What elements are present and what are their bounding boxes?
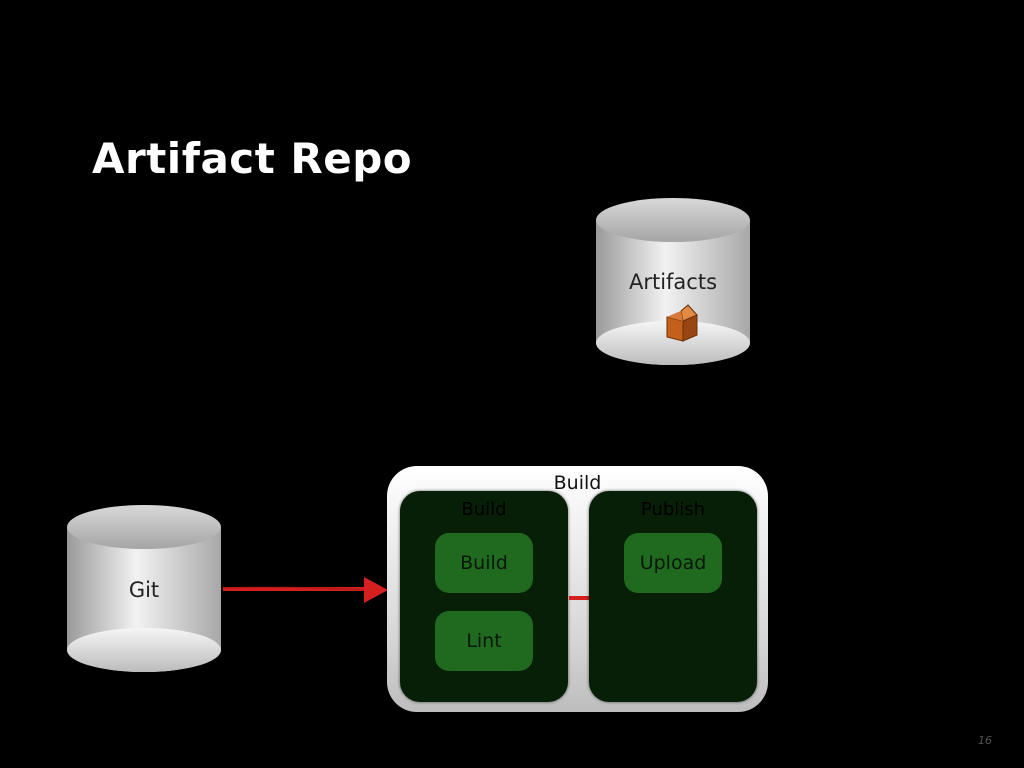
job-upload: Upload	[624, 533, 722, 593]
stage-publish: Publish Upload	[589, 491, 757, 702]
git-label: Git	[128, 578, 160, 602]
build-pipeline-title: Build	[553, 472, 602, 494]
stage-build-title: Build	[461, 499, 507, 520]
slide-title: Artifact Repo	[92, 134, 413, 183]
job-lint: Lint	[435, 611, 533, 671]
stage-publish-title: Publish	[640, 499, 706, 520]
git-repository: Git	[66, 503, 222, 675]
git-cylinder-shape	[67, 505, 221, 672]
slide-number: 16	[978, 734, 992, 747]
artifacts-cylinder-shape	[596, 198, 750, 365]
stage-build: Build Build Lint	[400, 491, 568, 702]
build-pipeline-group: Build Build Build Lint Publish Upload	[387, 466, 768, 712]
artifacts-repository: Artifacts	[595, 197, 751, 369]
job-build: Build	[435, 533, 533, 593]
artifacts-label: Artifacts	[628, 270, 718, 294]
stage-connector	[569, 596, 589, 600]
